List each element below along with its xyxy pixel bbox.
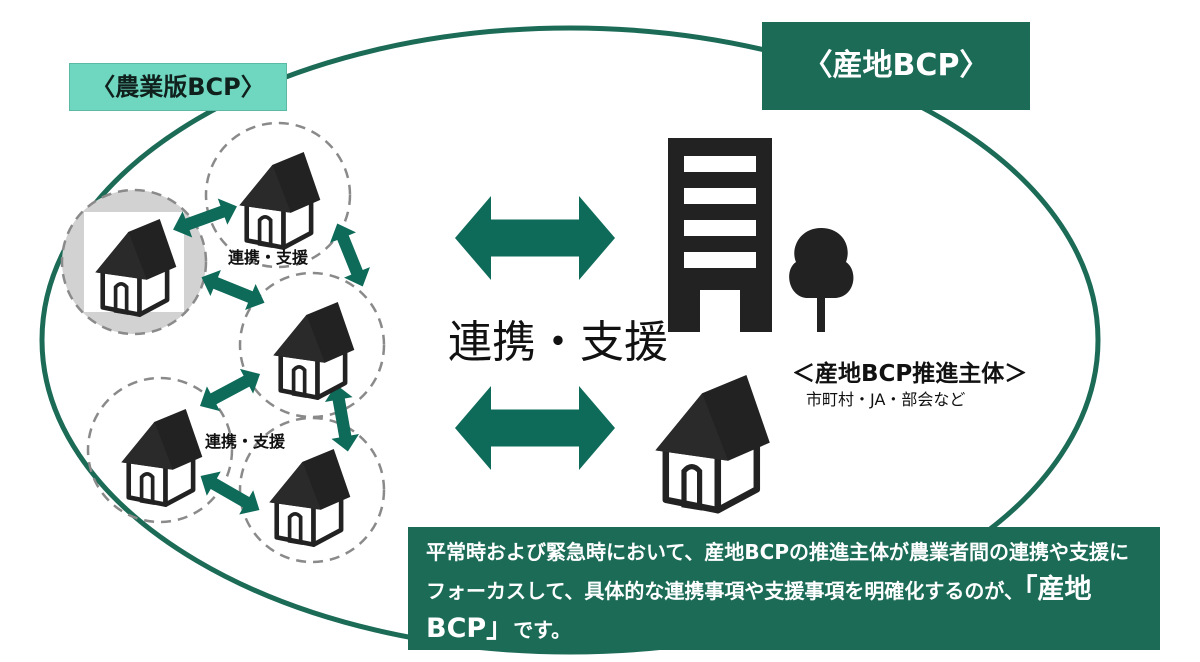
entity-title: ＜産地BCP推進主体＞ [792,361,1028,387]
farm-cluster [86,121,386,564]
farm-bcp-tag: 〈農業版BCP〉 [70,64,286,110]
double-arrow-icon [193,463,267,523]
dashed-circle [238,271,386,419]
dashed-circle [204,121,352,269]
summary-highlight: 「産地BCP」 [426,574,1092,644]
building-icon [668,138,772,332]
house-icon [239,152,320,248]
tree-icon [789,228,854,332]
house-icon [273,302,354,398]
summary-text-end: です。 [513,618,572,642]
entity-subtitle: 市町村・JA・部会など [806,390,966,409]
double-arrow-icon [196,264,270,316]
coop-support-main-label: 連携・支援 [448,317,668,368]
double-arrow-icon [455,386,615,470]
region-bcp-tag: 〈産地BCP〉 [762,22,1030,110]
summary-text: 平常時および緊急時において、産地BCPの推進主体が農業者間の連携や支援にフォーカ… [426,540,1129,603]
dashed-circle [86,376,234,524]
coop-support-label: 連携・支援 [228,248,309,267]
house-icon [121,409,202,505]
summary-box: 平常時および緊急時において、産地BCPの推進主体が農業者間の連携や支援にフォーカ… [408,527,1160,650]
dashed-circle [238,416,386,564]
double-arrow-icon [455,196,615,280]
double-arrow-icon [324,218,376,292]
coop-support-label: 連携・支援 [205,432,286,451]
house-icon [269,449,350,545]
region-ellipse [39,25,1101,655]
house-icon [655,375,769,510]
